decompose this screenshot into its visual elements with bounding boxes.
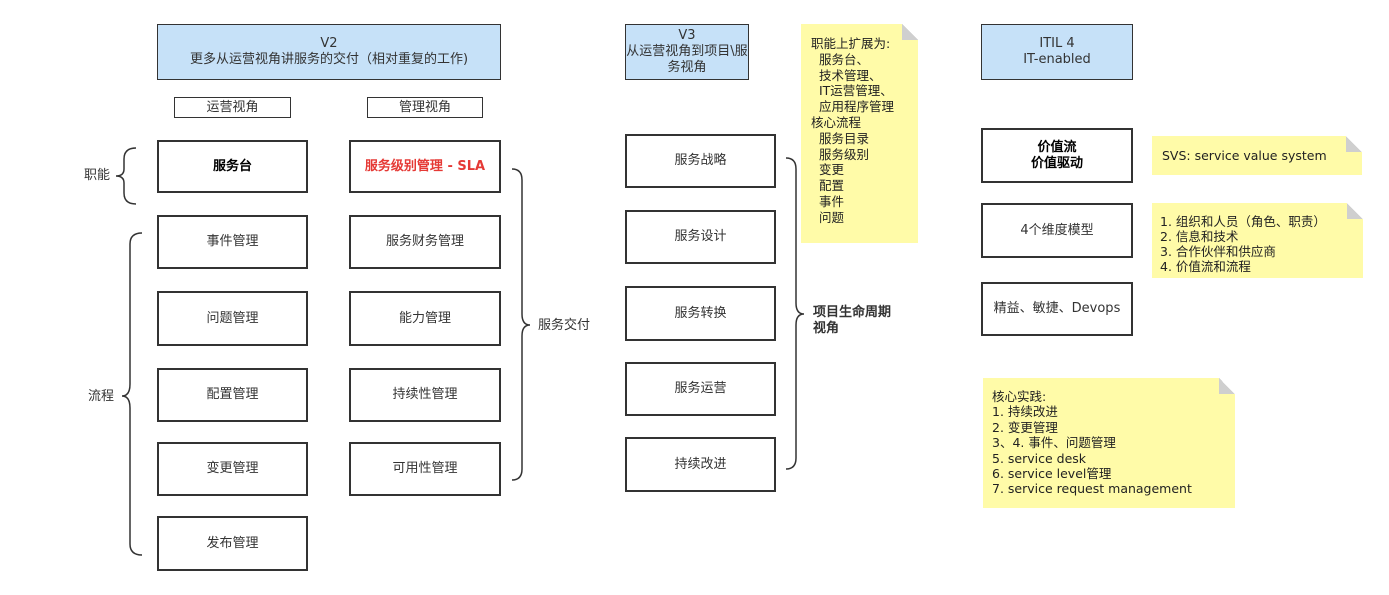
note-line: 3. 合作伙伴和供应商 — [1160, 244, 1276, 259]
problem-mgmt-box: 问题管理 — [157, 291, 308, 346]
dimensions-note: 1. 组织和人员（角色、职责） 2. 信息和技术 3. 合作伙伴和供应商 4. … — [1152, 203, 1363, 278]
note-fold-corner — [902, 24, 918, 40]
svs-note-text: SVS: service value system — [1162, 148, 1327, 163]
v3-header: V3 从运营视角到项目\服 务视角 — [625, 24, 749, 80]
release-mgmt-box: 发布管理 — [157, 516, 308, 571]
lifecycle-label-line-1: 项目生命周期 — [813, 305, 892, 320]
note-line: 4. 价值流和流程 — [1160, 259, 1251, 274]
itil4-header-title: ITIL 4 — [1039, 36, 1075, 51]
change-mgmt-box: 变更管理 — [157, 442, 308, 496]
note-line: 核心流程 — [811, 114, 862, 130]
mgmt-view-tag: 管理视角 — [367, 97, 483, 118]
note-line: 配置 — [811, 178, 844, 194]
ops-view-tag: 运营视角 — [174, 97, 291, 118]
note-line: 事件 — [811, 193, 844, 209]
continual-improvement-box: 持续改进 — [625, 437, 776, 492]
function-label: 职能 — [84, 168, 111, 183]
lifecycle-label: 项目生命周期 视角 — [813, 305, 891, 337]
note-line: IT运营管理、 — [811, 83, 893, 99]
v3-header-title: V3 — [678, 28, 696, 43]
note-line: 3、4. 事件、问题管理 — [992, 435, 1116, 451]
note-line: 服务级别 — [811, 146, 869, 162]
note-line: 应用程序管理 — [811, 99, 894, 115]
service-design-box: 服务设计 — [625, 210, 776, 264]
v3-header-subtitle-2: 务视角 — [667, 60, 707, 75]
v2-header-subtitle: 更多从运营视角讲服务的交付（相对重复的工作) — [189, 52, 469, 67]
note-line: 6. service level管理 — [992, 466, 1112, 482]
note-line: 问题 — [811, 209, 844, 225]
note-line: 2. 信息和技术 — [1160, 229, 1239, 244]
value-driven-label: 价值驱动 — [1030, 155, 1083, 171]
service-strategy-box: 服务战略 — [625, 134, 776, 188]
financial-mgmt-box: 服务财务管理 — [349, 215, 501, 269]
process-label: 流程 — [88, 389, 115, 404]
lifecycle-label-line-2: 视角 — [813, 321, 840, 336]
v3-function-note: 职能上扩展为: 服务台、 技术管理、 IT运营管理、 应用程序管理 核心流程 服… — [801, 24, 918, 243]
availability-mgmt-box: 可用性管理 — [349, 442, 501, 496]
service-operation-box: 服务运营 — [625, 362, 776, 416]
service-desk-box: 服务台 — [157, 140, 308, 193]
four-dimensions-box: 4个维度模型 — [981, 203, 1133, 258]
value-stream-box: 价值流 价值驱动 — [981, 128, 1133, 183]
note-fold-corner — [1347, 203, 1363, 219]
note-line: 职能上扩展为: — [811, 36, 891, 51]
note-line: 核心实践: — [992, 389, 1047, 404]
note-fold-corner — [1219, 378, 1235, 394]
note-line: 服务目录 — [811, 130, 869, 146]
continuity-mgmt-box: 持续性管理 — [349, 368, 501, 422]
function-brace — [115, 147, 137, 205]
capacity-mgmt-box: 能力管理 — [349, 291, 501, 346]
v3-header-subtitle-1: 从运营视角到项目\服 — [626, 44, 748, 59]
note-line: 技术管理、 — [811, 67, 882, 83]
config-mgmt-box: 配置管理 — [157, 368, 308, 422]
value-stream-label: 价值流 — [1037, 139, 1077, 155]
lifecycle-brace — [785, 157, 805, 470]
v2-header: V2 更多从运营视角讲服务的交付（相对重复的工作) — [157, 24, 501, 80]
service-transition-box: 服务转换 — [625, 286, 776, 341]
svs-note: SVS: service value system — [1152, 136, 1362, 175]
incident-mgmt-box: 事件管理 — [157, 215, 308, 269]
sla-box: 服务级别管理 - SLA — [349, 140, 501, 193]
note-fold-corner — [1346, 136, 1362, 152]
v2-header-title: V2 — [320, 36, 338, 51]
process-brace — [121, 232, 143, 556]
itil4-header: ITIL 4 IT-enabled — [981, 24, 1133, 80]
note-line: 1. 组织和人员（角色、职责） — [1160, 214, 1326, 229]
delivery-label: 服务交付 — [538, 318, 591, 333]
itil4-header-subtitle: IT-enabled — [1023, 52, 1091, 67]
core-practices-note: 核心实践: 1. 持续改进 2. 变更管理 3、4. 事件、问题管理 5. se… — [983, 378, 1235, 508]
note-line: 7. service request management — [992, 481, 1192, 497]
delivery-brace — [511, 168, 531, 481]
note-line: 服务台、 — [811, 51, 869, 67]
note-line: 1. 持续改进 — [992, 404, 1058, 420]
note-line: 2. 变更管理 — [992, 419, 1058, 435]
note-line: 5. service desk — [992, 450, 1087, 466]
lean-agile-devops-box: 精益、敏捷、Devops — [981, 282, 1133, 336]
note-line: 变更 — [811, 162, 844, 178]
